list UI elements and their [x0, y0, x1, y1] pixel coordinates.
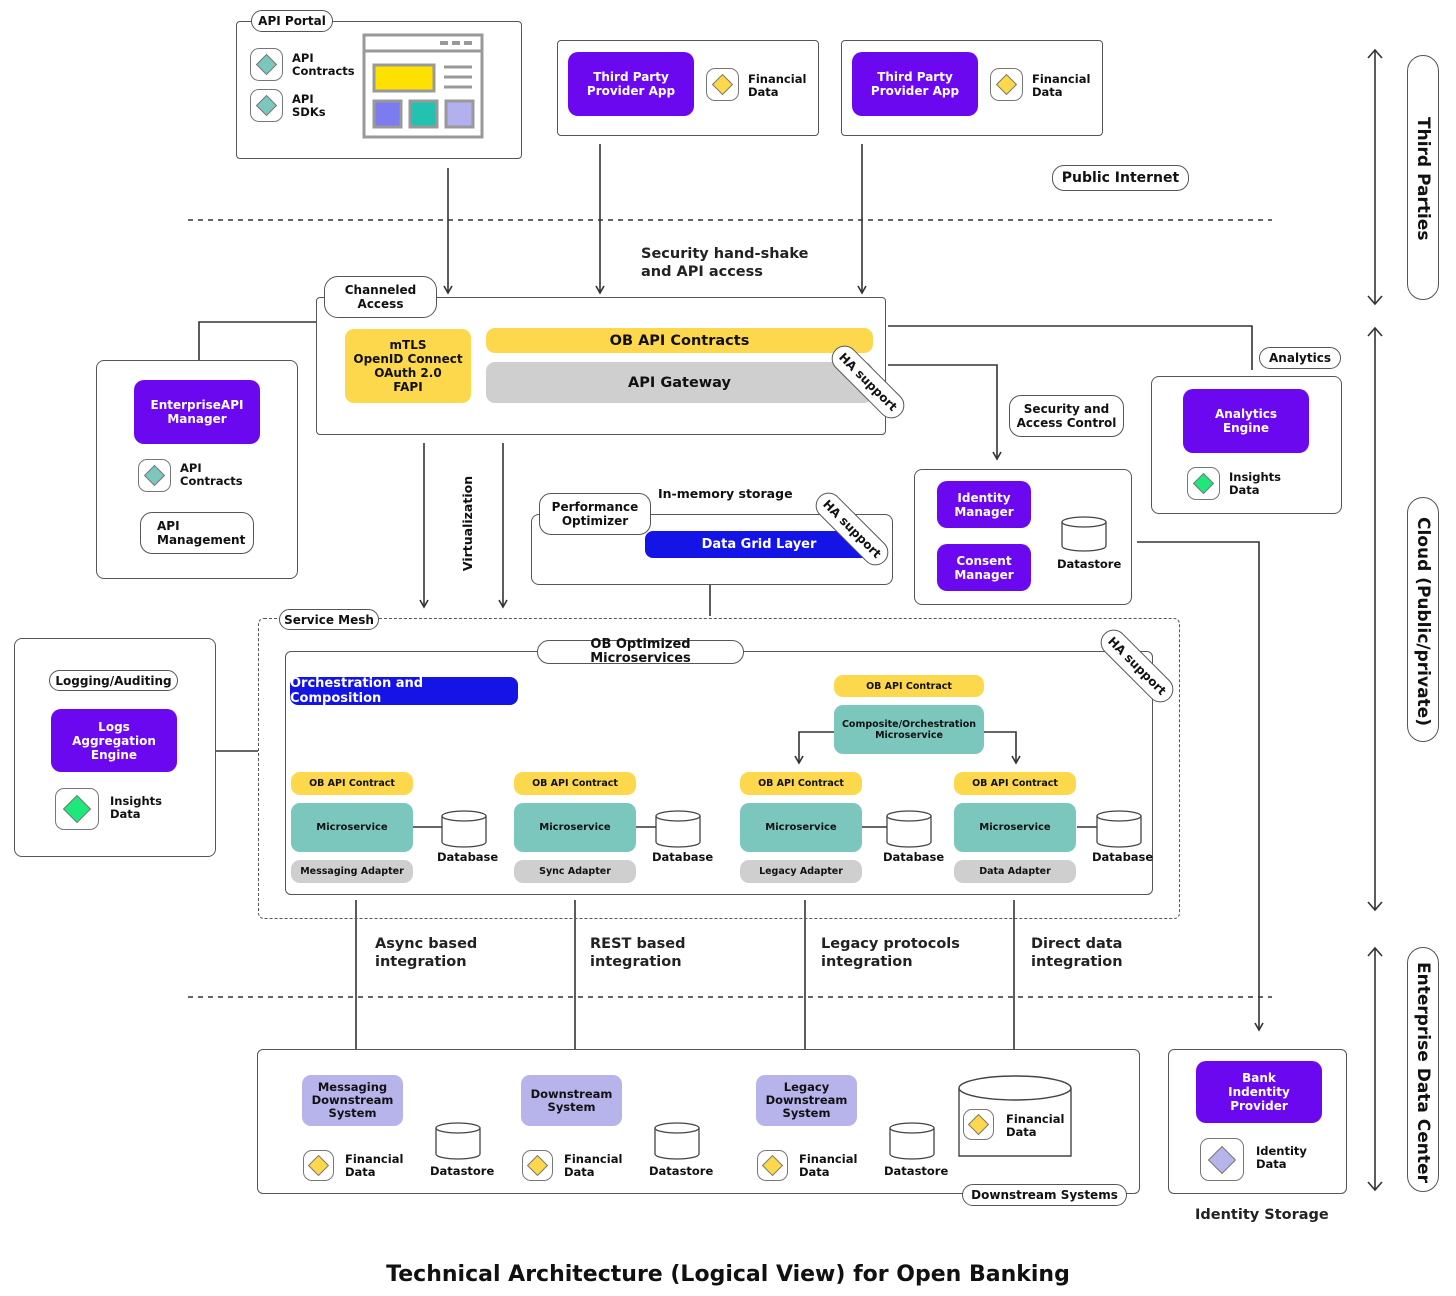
diamond-icon — [250, 48, 283, 81]
ob-microservices-tag: OB Optimized Microservices — [537, 638, 744, 666]
zone-enterprise-label: Enterprise Data Center — [1413, 962, 1433, 1183]
tpp-app-2: Third Party Provider App — [852, 52, 978, 116]
integration-label-direct: Direct data integration — [1031, 936, 1123, 970]
diamond-icon — [990, 68, 1023, 101]
downstream-financial-data: Financial Data — [564, 1152, 623, 1179]
composite-microservice: Composite/Orchestration Microservice — [834, 705, 984, 754]
security-protocols: mTLS OpenID Connect OAuth 2.0 FAPI — [345, 329, 471, 403]
zone-third-parties-label: Third Parties — [1413, 117, 1433, 241]
logging-tag: Logging/Auditing — [49, 670, 178, 691]
database-label: Database — [883, 850, 945, 864]
database-icon — [655, 810, 701, 848]
zone-enterprise — [1407, 947, 1439, 1192]
diamond-icon — [250, 89, 283, 122]
diamond-icon — [303, 1150, 334, 1181]
diamond-icon — [963, 1109, 994, 1140]
datastore-icon — [889, 1122, 935, 1160]
in-memory-label: In-memory storage — [658, 486, 793, 501]
database-icon — [441, 810, 487, 848]
database-label: Database — [437, 850, 499, 864]
analytics-engine: Analytics Engine — [1183, 389, 1309, 453]
service-contract: OB API Contract — [291, 772, 413, 795]
service-mesh-tag: Service Mesh — [279, 609, 379, 630]
zone-cloud-label: Cloud (Public/private) — [1413, 517, 1433, 726]
channeled-access-tag: Channeled Access — [324, 276, 437, 318]
diamond-icon — [1187, 467, 1220, 500]
integration-label-rest: REST based integration — [590, 936, 686, 970]
handshake-label: Security hand-shake and API access — [641, 246, 809, 280]
service-mesh-box — [258, 618, 1180, 919]
api-gateway-bar: API Gateway — [486, 362, 873, 403]
top-ob-api-contract: OB API Contract — [834, 675, 984, 697]
security-datastore-label: Datastore — [1057, 557, 1122, 571]
downstream-system: Downstream System — [521, 1075, 622, 1126]
public-internet-tag: Public Internet — [1052, 165, 1189, 191]
datastore-icon — [435, 1122, 481, 1160]
analytics-insights-label: Insights Data — [1229, 470, 1282, 497]
api-portal-tag: API Portal — [251, 10, 333, 32]
identity-storage-caption: Identity Storage — [1195, 1207, 1329, 1223]
enterprise-api-manager: EnterpriseAPI Manager — [134, 380, 260, 444]
microservice: Microservice — [954, 803, 1076, 852]
logs-aggregation-engine: Logs Aggregation Engine — [51, 709, 177, 772]
microservice: Microservice — [291, 803, 413, 852]
tpp-financial-data-1: Financial Data — [748, 72, 807, 99]
logging-insights-label: Insights Data — [110, 794, 163, 821]
diamond-icon — [55, 788, 99, 830]
diamond-icon — [138, 459, 171, 492]
downstream-financial-data: Financial Data — [345, 1152, 404, 1179]
service-adapter: Sync Adapter — [514, 860, 636, 883]
database-icon — [1096, 810, 1142, 848]
bank-identity-provider: Bank Indentity Provider — [1196, 1061, 1322, 1123]
diamond-icon — [1200, 1138, 1244, 1181]
perf-optimizer-tag: Performance Optimizer — [539, 493, 651, 535]
virtualization-label: Virtualization — [460, 475, 476, 572]
consent-manager: Consent Manager — [937, 544, 1031, 591]
page-title: Technical Architecture (Logical View) fo… — [386, 1262, 1070, 1287]
database-label: Database — [652, 850, 714, 864]
database-label: Database — [1092, 850, 1154, 864]
database-icon — [886, 810, 932, 848]
diamond-icon — [522, 1150, 553, 1181]
browser-window-icon — [362, 33, 484, 139]
api-management-tag: API Management — [140, 512, 254, 554]
service-contract: OB API Contract — [954, 772, 1076, 795]
downstream-datastore-label: Datastore — [430, 1164, 495, 1178]
datastore-icon — [1061, 516, 1107, 552]
integration-label-legacy: Legacy protocols integration — [821, 936, 960, 970]
zone-cloud — [1407, 497, 1439, 742]
analytics-tag: Analytics — [1259, 347, 1341, 369]
integration-label-async: Async based integration — [375, 936, 478, 970]
identity-data-label: Identity Data — [1256, 1144, 1307, 1171]
downstream-datastore-label: Datastore — [649, 1164, 714, 1178]
data-grid-layer: Data Grid Layer — [645, 531, 873, 558]
downstream-system: Legacy Downstream System — [756, 1075, 857, 1126]
downstream-financial-data: Financial Data — [799, 1152, 858, 1179]
service-adapter: Legacy Adapter — [740, 860, 862, 883]
service-contract: OB API Contract — [514, 772, 636, 795]
datastore-icon — [654, 1122, 700, 1160]
api-sdks-label: API SDKs — [292, 92, 326, 119]
service-adapter: Messaging Adapter — [291, 860, 413, 883]
tpp-app-1: Third Party Provider App — [568, 52, 694, 116]
security-tag: Security and Access Control — [1009, 395, 1124, 437]
ob-api-contracts-bar: OB API Contracts — [486, 328, 873, 353]
service-contract: OB API Contract — [740, 772, 862, 795]
diamond-icon — [706, 68, 739, 101]
downstream-tag: Downstream Systems — [962, 1184, 1127, 1206]
identity-manager: Identity Manager — [937, 481, 1031, 528]
downstream-datastore-label: Datastore — [884, 1164, 949, 1178]
service-adapter: Data Adapter — [954, 860, 1076, 883]
microservice: Microservice — [740, 803, 862, 852]
enterprise-api-contracts-label: API Contracts — [180, 461, 243, 488]
microservice: Microservice — [514, 803, 636, 852]
tpp-financial-data-2: Financial Data — [1032, 72, 1091, 99]
orchestration-bar: Orchestration and Composition — [290, 676, 518, 706]
zone-third-parties — [1407, 55, 1439, 300]
diamond-icon — [757, 1150, 788, 1181]
downstream-system: Messaging Downstream System — [302, 1075, 403, 1126]
api-contracts-label: API Contracts — [292, 51, 355, 78]
big-financial-data-label: Financial Data — [1006, 1112, 1065, 1139]
